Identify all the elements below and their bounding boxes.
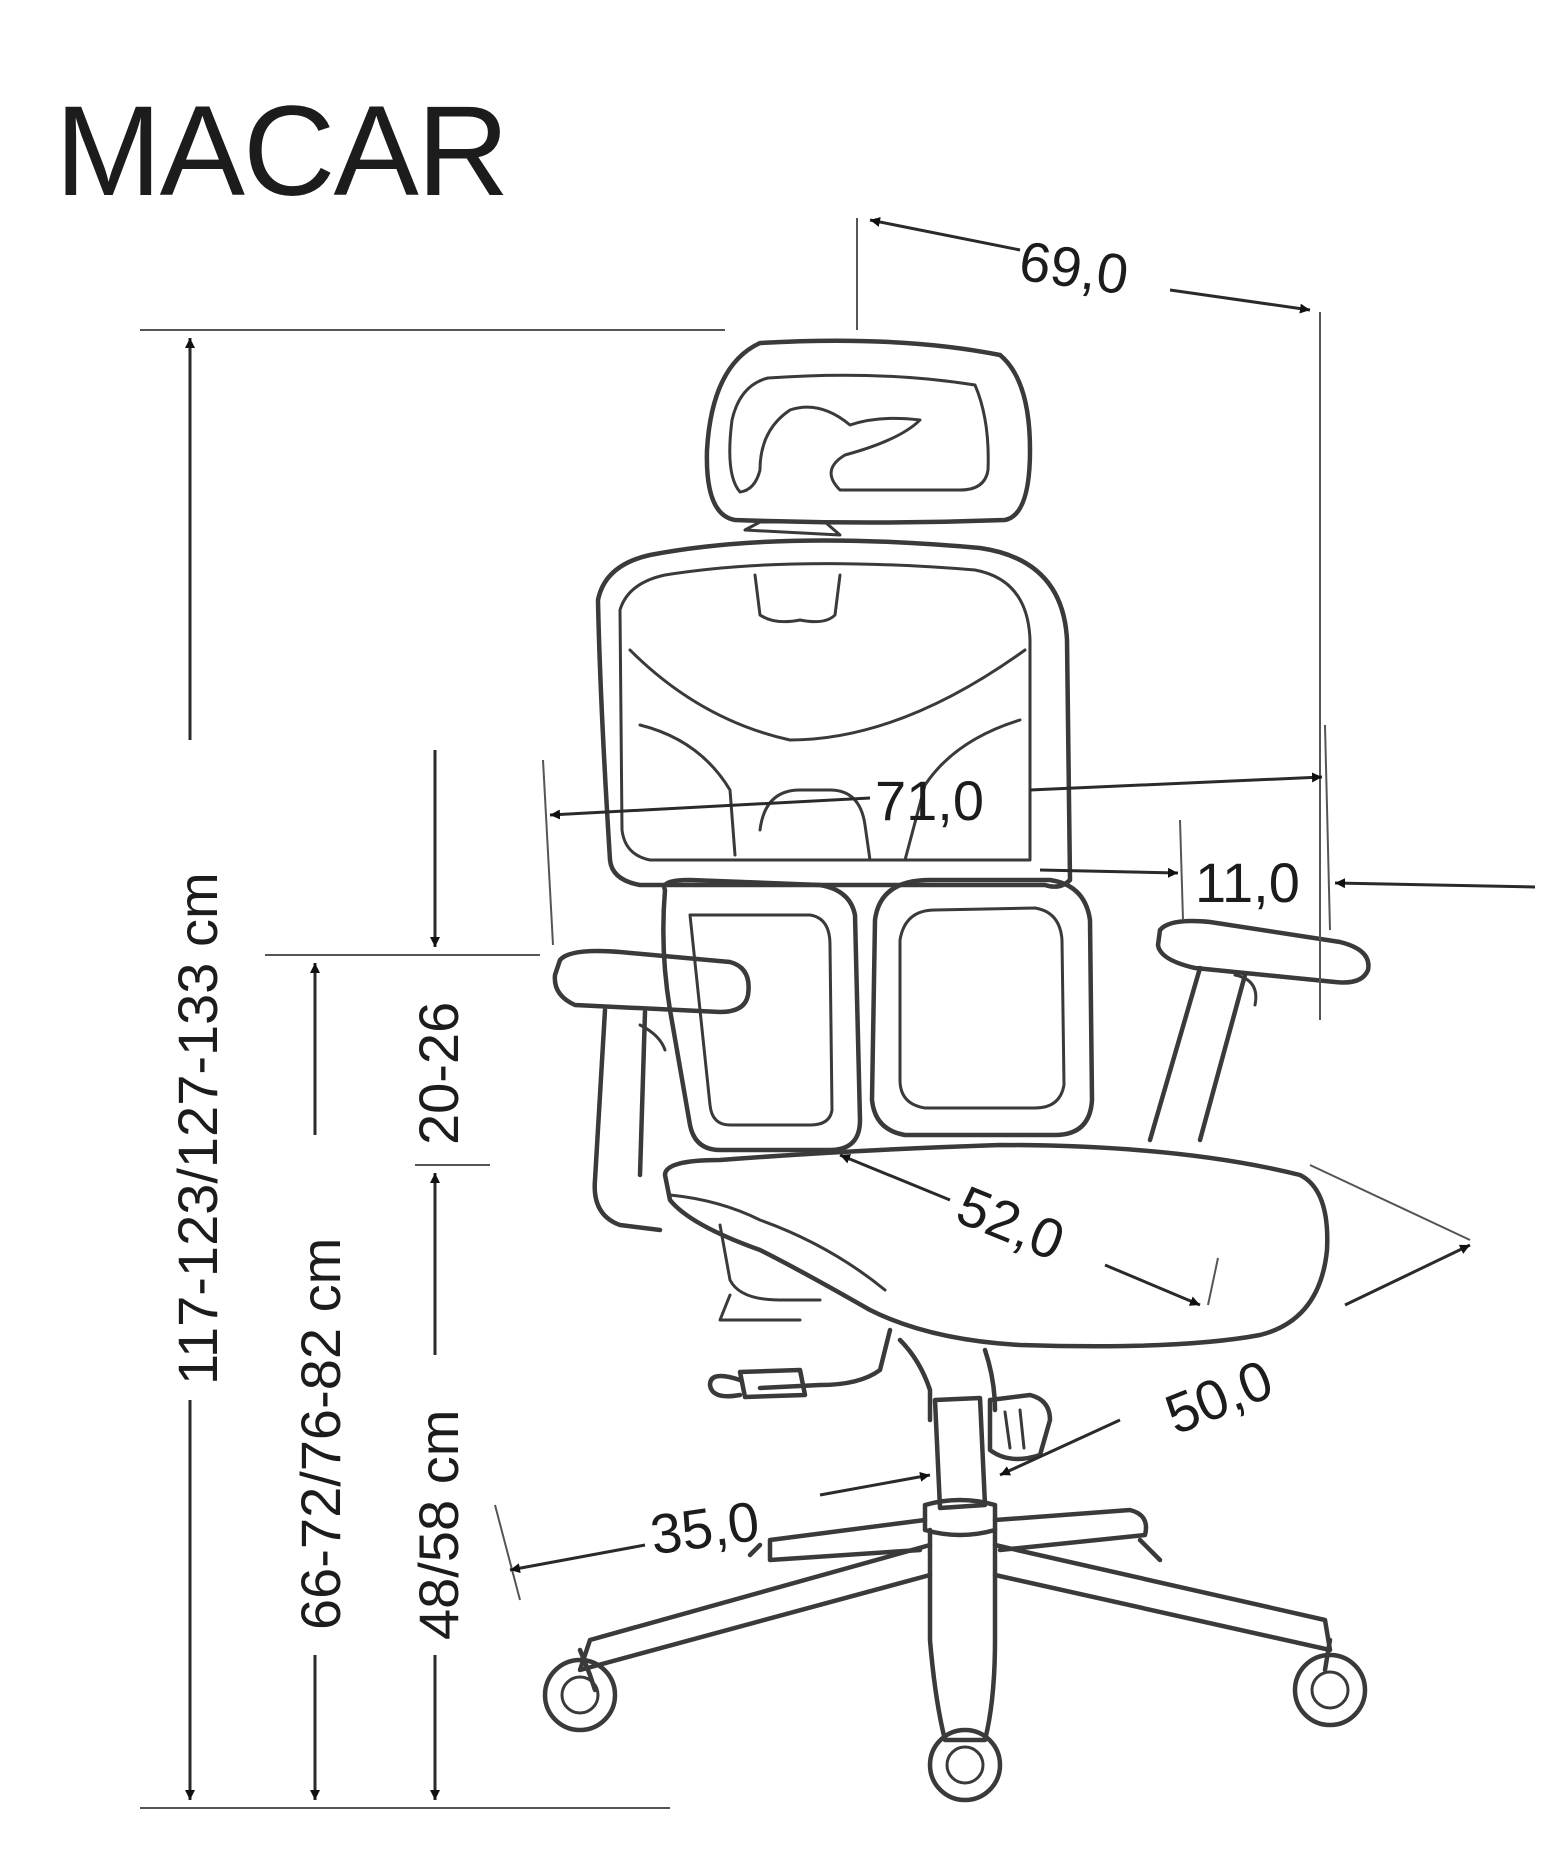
- dim-armrest-height-label: 66-72/76-82 cm: [289, 1238, 352, 1630]
- dim-armrest-adjust: 20-26: [407, 750, 490, 1166]
- product-title: MACAR: [55, 80, 507, 223]
- dim-seat-height-label: 48/58 cm: [407, 1410, 470, 1640]
- left-armrest: [552, 948, 751, 1233]
- star-base: [577, 1507, 1333, 1693]
- casters: [542, 1652, 1368, 1803]
- backrest: [595, 538, 1073, 889]
- right-armrest: [1147, 918, 1371, 1143]
- dim-armrest-height: 66-72/76-82 cm: [265, 954, 540, 1800]
- dim-total-height-label: 117-123/127-133 cm: [166, 872, 229, 1385]
- dim-seat-width: 50,0: [999, 1164, 1471, 1477]
- dim-total-height: 117-123/127-133 cm: [140, 329, 725, 1809]
- dim-seat-height: 48/58 cm: [407, 1173, 470, 1800]
- dim-base-radius-label: 35,0: [646, 1489, 763, 1567]
- dim-width-top: 69,0: [856, 217, 1321, 1020]
- dim-armrest-adjust-label: 20-26: [407, 1002, 470, 1145]
- dim-seat-depth-label: 52,0: [948, 1173, 1073, 1272]
- mechanism: [707, 1327, 1053, 1462]
- chair-outline: [542, 338, 1371, 1803]
- dim-width-top-label: 69,0: [1016, 229, 1133, 307]
- lumbar-support: [661, 877, 1095, 1153]
- seat: [662, 1142, 1330, 1349]
- gas-lift: [922, 1395, 998, 1743]
- dim-outer-width-label: 71,0: [875, 769, 984, 832]
- dim-seat-depth: 52,0: [839, 1153, 1219, 1307]
- dim-base-radius: 35,0: [494, 1471, 931, 1601]
- headrest: [704, 338, 1033, 537]
- dim-outer-width: 71,0: [542, 724, 1331, 946]
- dim-seat-width-label: 50,0: [1157, 1347, 1282, 1446]
- dim-armrest-width: 11,0: [1039, 819, 1536, 921]
- dim-armrest-width-label: 11,0: [1195, 851, 1300, 914]
